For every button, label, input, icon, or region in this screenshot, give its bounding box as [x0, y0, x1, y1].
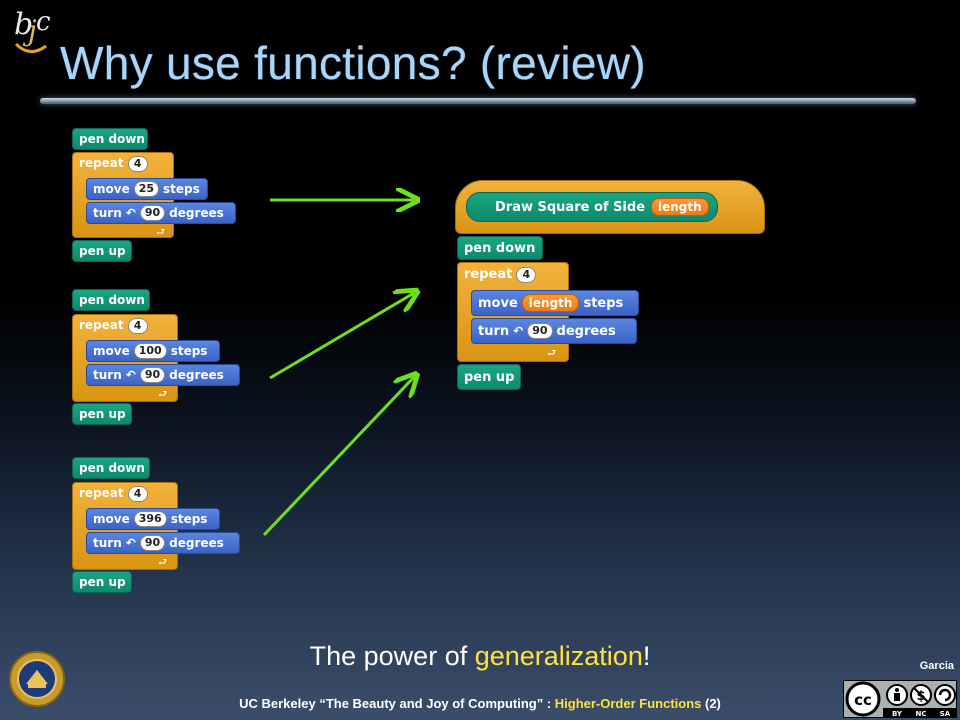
steps-label: steps [170, 512, 208, 526]
move-label: move [93, 512, 130, 526]
turn-left-icon: ↶ [125, 536, 136, 550]
arrow-2 [269, 293, 414, 380]
move-label: move [93, 182, 130, 196]
loop-arrow-icon: ⮐ [158, 389, 167, 400]
pen-up-block[interactable]: pen up [72, 403, 132, 425]
pen-up-label: pen up [79, 407, 126, 421]
definition-hat[interactable]: Draw Square of Side length [455, 180, 765, 234]
pen-down-label: pen down [79, 132, 145, 146]
cc-label-sa: SA [940, 710, 951, 718]
turn-left-icon: ↶ [125, 368, 136, 382]
length-variable[interactable]: length [521, 294, 580, 312]
move-label: move [478, 295, 518, 311]
move-label: move [93, 344, 130, 358]
footer-highlight: Higher-Order Functions [554, 696, 702, 711]
pen-down-label: pen down [79, 293, 145, 307]
turn-label: turn [478, 323, 510, 339]
cc-label-nc: NC [916, 710, 927, 718]
pen-up-block[interactable]: pen up [72, 240, 132, 262]
pen-up-label: pen up [79, 244, 126, 258]
title-divider [40, 98, 916, 104]
pen-up-label: pen up [79, 575, 126, 589]
degrees-label: degrees [169, 536, 224, 550]
author-name: Garcia [919, 660, 954, 672]
footer-text: UC Berkeley “The Beauty and Joy of Compu… [239, 696, 555, 711]
custom-block-name: Draw Square of Side [495, 199, 646, 215]
repeat-count[interactable]: 4 [127, 318, 148, 334]
degrees-value[interactable]: 90 [139, 535, 166, 551]
sa-icon [934, 684, 956, 706]
svg-text:b: b [14, 7, 33, 42]
uc-seal-logo [9, 651, 65, 707]
repeat-count[interactable]: 4 [516, 267, 537, 283]
pen-down-label: pen down [464, 240, 536, 256]
turn-left-icon: ↶ [513, 324, 524, 338]
pen-up-block[interactable]: pen up [457, 364, 521, 390]
turn-label: turn [93, 368, 122, 382]
slide-footer: UC Berkeley “The Beauty and Joy of Compu… [0, 696, 960, 711]
caption-text: The power of [309, 641, 475, 671]
loop-arrow-icon: ⮐ [547, 348, 556, 359]
pen-down-label: pen down [79, 461, 145, 475]
caption-end: ! [642, 641, 651, 671]
repeat-label: repeat [464, 267, 513, 282]
turn-label: turn [93, 206, 122, 220]
steps-value[interactable]: 396 [133, 511, 167, 527]
pen-down-block[interactable]: pen down [72, 457, 150, 479]
steps-label: steps [163, 182, 200, 196]
footer-page: (2) [701, 696, 721, 711]
degrees-label: degrees [556, 323, 616, 339]
cc-label-by: BY [892, 710, 903, 718]
svg-text:$: $ [916, 689, 925, 704]
arrow-3 [262, 377, 414, 537]
pen-down-block[interactable]: pen down [457, 236, 543, 260]
steps-value[interactable]: 25 [133, 181, 160, 197]
repeat-count[interactable]: 4 [127, 486, 148, 502]
pen-up-block[interactable]: pen up [72, 571, 132, 593]
svg-text:cc: cc [854, 691, 872, 709]
creative-commons-badge[interactable]: cc $ BY NC SA [843, 680, 957, 718]
pen-up-label: pen up [464, 369, 515, 385]
repeat-count[interactable]: 4 [127, 156, 148, 172]
bjc-logo: b j c [14, 7, 51, 53]
slide-caption: The power of generalization! [0, 641, 960, 672]
degrees-value[interactable]: 90 [527, 323, 553, 339]
turn-label: turn [93, 536, 122, 550]
turn-left-icon: ↶ [125, 206, 136, 220]
degrees-label: degrees [169, 368, 224, 382]
loop-arrow-icon: ⮐ [156, 227, 165, 238]
repeat-label: repeat [79, 156, 124, 170]
repeat-label: repeat [79, 486, 124, 500]
loop-arrow-icon: ⮐ [158, 557, 167, 568]
custom-block-definition: Draw Square of Side length pen down repea… [455, 168, 767, 394]
slide-title: Why use functions? (review) [60, 37, 646, 89]
degrees-value[interactable]: 90 [139, 367, 166, 383]
pen-down-block[interactable]: pen down [72, 128, 148, 150]
steps-label: steps [583, 295, 624, 311]
steps-label: steps [170, 344, 208, 358]
degrees-label: degrees [169, 206, 224, 220]
caption-highlight: generalization [474, 641, 643, 671]
custom-block-prototype[interactable]: Draw Square of Side length [466, 192, 718, 222]
steps-value[interactable]: 100 [133, 343, 167, 359]
svg-text:c: c [36, 7, 51, 37]
pen-down-block[interactable]: pen down [72, 289, 150, 311]
repeat-label: repeat [79, 318, 124, 332]
parameter-length[interactable]: length [651, 198, 709, 216]
degrees-value[interactable]: 90 [139, 205, 166, 221]
